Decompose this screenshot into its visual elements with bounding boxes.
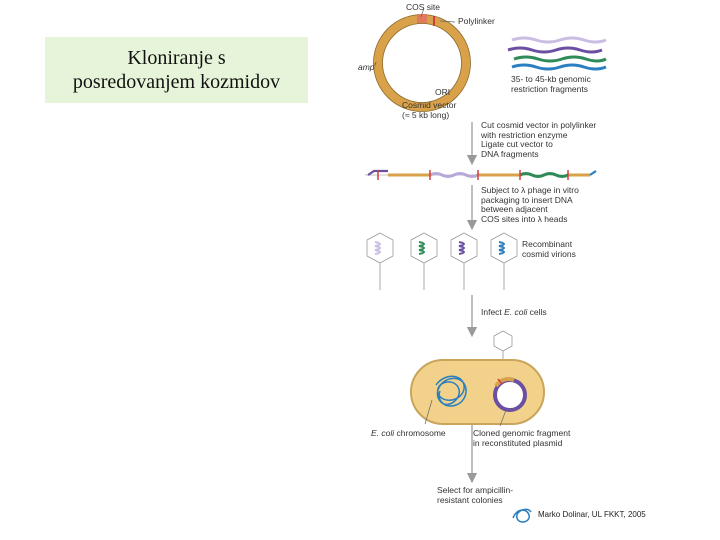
virions-line-2: cosmid virions — [522, 248, 576, 259]
step3-label: Infect E. coli cells — [481, 307, 547, 318]
slide-title: Kloniranje s posredovanjem kozmidov — [45, 37, 308, 103]
step1-line-2: with restriction enzyme — [481, 129, 568, 140]
cosmid-vector-label: Cosmid vector (≈ 5 kb long) — [402, 100, 457, 120]
credit-text: Marko Dolinar, UL FKKT, 2005 — [538, 510, 646, 519]
step3-text-a: Infect — [481, 307, 505, 317]
cos-site-label: COS site — [406, 2, 441, 12]
amp-label: ampr — [358, 61, 377, 72]
ligated-concatemer — [365, 169, 597, 180]
select-line-1: Select for ampicillin- — [437, 485, 514, 495]
cloned-fragment-label: Cloned genomic fragment in reconstituted… — [473, 428, 571, 448]
amp-superscript: r — [374, 62, 377, 68]
fragments-label: 35- to 45-kb genomic restriction fragmen… — [511, 74, 591, 94]
virions-line-1: Recombinant — [522, 239, 573, 249]
title-line-1: Kloniranje s — [127, 47, 226, 69]
select-label: Select for ampicillin- resistant colonie… — [437, 485, 514, 505]
chromosome-species: E. coli — [371, 428, 395, 438]
credit-logo-icon — [512, 508, 532, 523]
ori-label: ORI — [435, 87, 451, 97]
polylinker-label: Polylinker — [458, 16, 495, 26]
cosmid-vector-line-1: Cosmid vector — [402, 100, 457, 110]
cos-site-marker — [417, 14, 427, 23]
cloned-line-2: in reconstituted plasmid — [473, 437, 563, 448]
amp-text: amp — [358, 61, 375, 72]
step3-species: E. coli — [504, 307, 528, 317]
ecoli-cell — [410, 359, 545, 427]
cosmid-vector-line-2: (≈ 5 kb long) — [402, 109, 450, 120]
step2-label: Subject to λ phage in vitro packaging to… — [481, 185, 579, 224]
step1-line-4: DNA fragments — [481, 148, 539, 159]
step3-text-c: cells — [527, 307, 547, 317]
chromosome-label: E. coli chromosome — [371, 428, 446, 439]
fragments-line-1: 35- to 45-kb genomic — [511, 74, 591, 84]
fragments-line-2: restriction fragments — [511, 83, 588, 94]
step1-line-1: Cut cosmid vector in polylinker — [481, 120, 597, 130]
cloned-line-1: Cloned genomic fragment — [473, 428, 571, 438]
virions-label: Recombinant cosmid virions — [522, 239, 576, 259]
ecoli-chromosome — [435, 375, 467, 407]
step2-line-4: COS sites into λ heads — [481, 213, 568, 224]
step2-line-1: Subject to λ phage in vitro — [481, 185, 579, 195]
recombinant-virions — [366, 232, 518, 290]
step2-line-3: between adjacent — [481, 204, 548, 214]
genomic-fragments — [507, 36, 607, 71]
chromosome-text: chromosome — [394, 428, 446, 438]
step1-line-3: Ligate cut vector to — [481, 139, 553, 149]
select-line-2: resistant colonies — [437, 494, 503, 505]
title-line-2: posredovanjem kozmidov — [72, 71, 281, 93]
step2-line-2: packaging to insert DNA — [481, 194, 573, 205]
step1-label: Cut cosmid vector in polylinker with res… — [481, 120, 597, 159]
cosmid-vector-circle — [373, 7, 471, 112]
